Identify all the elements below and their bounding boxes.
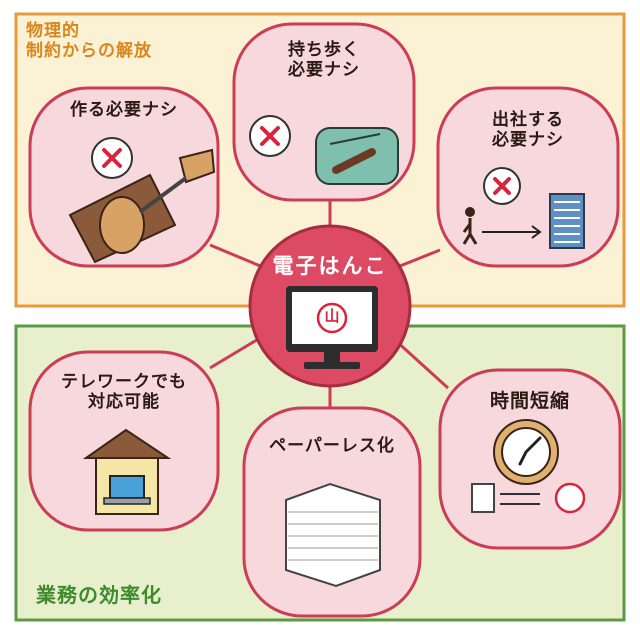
benefit-label-make: 作る必要ナシ: [70, 100, 178, 120]
top-section-label: 物理的 制約からの解放: [26, 21, 152, 61]
hub-title: 電子はんこ: [272, 254, 388, 278]
house-laptop-icon: [82, 428, 172, 515]
benefit-label-carry: 持ち歩く 必要ナシ: [288, 40, 360, 81]
benefit-label-telework: テレワークでも 対応可能: [61, 372, 187, 413]
benefit-label-paperless: ペーパーレス化: [269, 436, 395, 456]
monitor-icon: [286, 286, 378, 369]
stamp-char: 山: [324, 307, 340, 325]
benefit-label-time: 時間短縮: [489, 390, 570, 412]
clock-icon: [471, 419, 586, 514]
walk-to-office-icon: [462, 167, 585, 249]
bottom-section-label: 業務の効率化: [36, 583, 162, 607]
carving-stamp-icon: [68, 137, 216, 264]
paper-stack-icon: [285, 482, 381, 588]
benefit-label-commute: 出社する 必要ナシ: [492, 110, 564, 151]
stamp-pouch-icon: [249, 115, 399, 185]
